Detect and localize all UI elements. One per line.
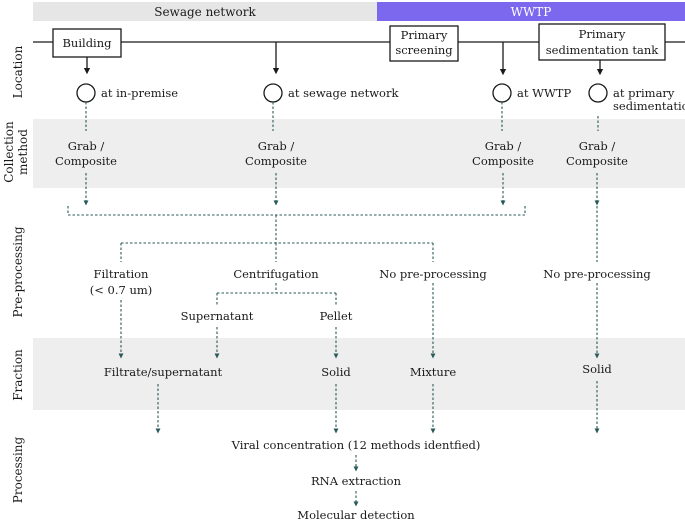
fraction-band [33, 338, 685, 410]
collection-3-line1: Grab / [485, 139, 522, 153]
sampling-point-in-premise [76, 83, 96, 103]
collection-1-line2: Composite [55, 154, 117, 168]
primary-sedimentation-box [538, 23, 666, 61]
molecular-detection-label: Molecular detection [297, 508, 415, 522]
row-label-fraction: Fraction [11, 349, 25, 401]
row-label-processing: Processing [11, 436, 25, 503]
building-box [52, 28, 122, 58]
sewage-network-header [33, 2, 377, 21]
collection-3-line2: Composite [472, 154, 534, 168]
collection-4-line1: Grab / [579, 139, 616, 153]
sampling-point-primary-sed [588, 83, 608, 103]
filtration-label-2: (< 0.7 um) [90, 283, 153, 297]
building-label: Building [62, 36, 112, 50]
viral-concentration-label: Viral concentration (12 methods identfie… [231, 438, 481, 452]
sampling-point-wwtp [492, 83, 512, 103]
fraction-mixture: Mixture [410, 365, 456, 379]
primary-screening-label-2: screening [395, 43, 453, 57]
sampling-point-sewage-network [263, 83, 283, 103]
primary-screening-label-1: Primary [401, 28, 448, 42]
rna-extraction-label: RNA extraction [311, 474, 402, 488]
collection-2-line2: Composite [245, 154, 307, 168]
centrifugation-label: Centrifugation [233, 267, 319, 281]
sewage-network-label: Sewage network [154, 5, 256, 19]
sampling-primary-sed-label-2: sedimentation [613, 99, 685, 113]
collection-2-line1: Grab / [258, 139, 295, 153]
collection-band [33, 119, 685, 188]
fraction-solid-2: Solid [582, 362, 612, 376]
collection-4-line2: Composite [566, 154, 628, 168]
collection-1-line1: Grab / [68, 139, 105, 153]
row-label-collection-2: method [16, 129, 30, 175]
sampling-sewage-network-label: at sewage network [288, 86, 399, 100]
primary-sedimentation-label-1: Primary [579, 27, 626, 41]
supernatant-label: Supernatant [181, 309, 254, 323]
sampling-primary-sed-label-1: at primary [613, 86, 675, 100]
merge-bracket [67, 206, 526, 216]
no-preprocessing-label-2: No pre-processing [543, 267, 651, 281]
primary-sedimentation-label-2: sedimentation tank [546, 43, 660, 57]
wwtp-label: WWTP [511, 5, 552, 19]
primary-screening-box [389, 25, 459, 62]
filtration-label-1: Filtration [94, 267, 150, 281]
fraction-solid-1: Solid [321, 365, 351, 379]
row-label-collection-1: Collection [2, 121, 16, 183]
wwtp-header [377, 2, 685, 21]
no-preprocessing-label-1: No pre-processing [379, 267, 487, 281]
row-label-location: Location [11, 45, 25, 98]
pellet-label: Pellet [320, 309, 353, 323]
row-label-preprocessing: Pre-processing [11, 226, 25, 317]
sampling-wwtp-label: at WWTP [517, 86, 571, 100]
sampling-in-premise-label: at in-premise [101, 86, 178, 100]
fraction-filtrate: Filtrate/supernatant [104, 365, 223, 379]
